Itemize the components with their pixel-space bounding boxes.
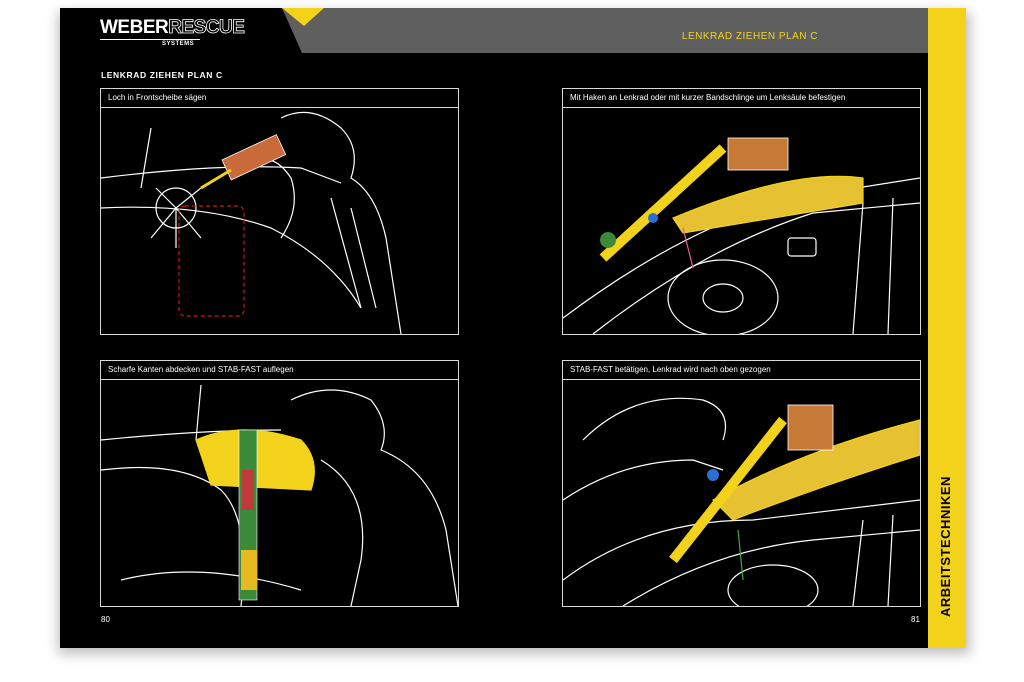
header-band: LENKRAD ZIEHEN PLAN C [302, 8, 928, 53]
logo-rescue: RESCUE [168, 17, 245, 39]
panel-caption: STAB-FAST betätigen, Lenkrad wird nach o… [563, 361, 920, 380]
side-tab-bar [928, 8, 966, 648]
panel-caption: Scharfe Kanten abdecken und STAB-FAST au… [101, 361, 458, 380]
illustration-cover-edges [101, 384, 458, 606]
weber-rescue-logo: WEBERRESCUE SYSTEMS [100, 17, 245, 51]
panel-saw-windshield: Loch in Frontscheibe sägen [100, 88, 459, 335]
panel-pull-steering: STAB-FAST betätigen, Lenkrad wird nach o… [562, 360, 921, 607]
panel-caption: Loch in Frontscheibe sägen [101, 89, 458, 108]
panel-cover-edges: Scharfe Kanten abdecken und STAB-FAST au… [100, 360, 459, 607]
illustration-pull-steering [563, 397, 920, 606]
illustration-saw-windshield [101, 111, 402, 334]
running-title: LENKRAD ZIEHEN PLAN C [681, 31, 818, 42]
panel-attach-hook: Mit Haken an Lenkrad oder mit kurzer Ban… [562, 88, 921, 335]
panel-caption: Mit Haken an Lenkrad oder mit kurzer Ban… [563, 89, 920, 108]
page-number-right: 81 [911, 615, 920, 624]
logo-weber: WEBER [100, 17, 169, 38]
section-title: LENKRAD ZIEHEN PLAN C [101, 70, 223, 80]
side-tab-label: ARBEITSTECHNIKEN [938, 476, 953, 617]
logo-systems: SYSTEMS [162, 41, 195, 47]
page-number-left: 80 [101, 615, 110, 624]
illustration-attach-hook [563, 137, 920, 334]
side-tab: ARBEITSTECHNIKEN [928, 8, 966, 648]
header-accent-triangle [282, 8, 342, 53]
